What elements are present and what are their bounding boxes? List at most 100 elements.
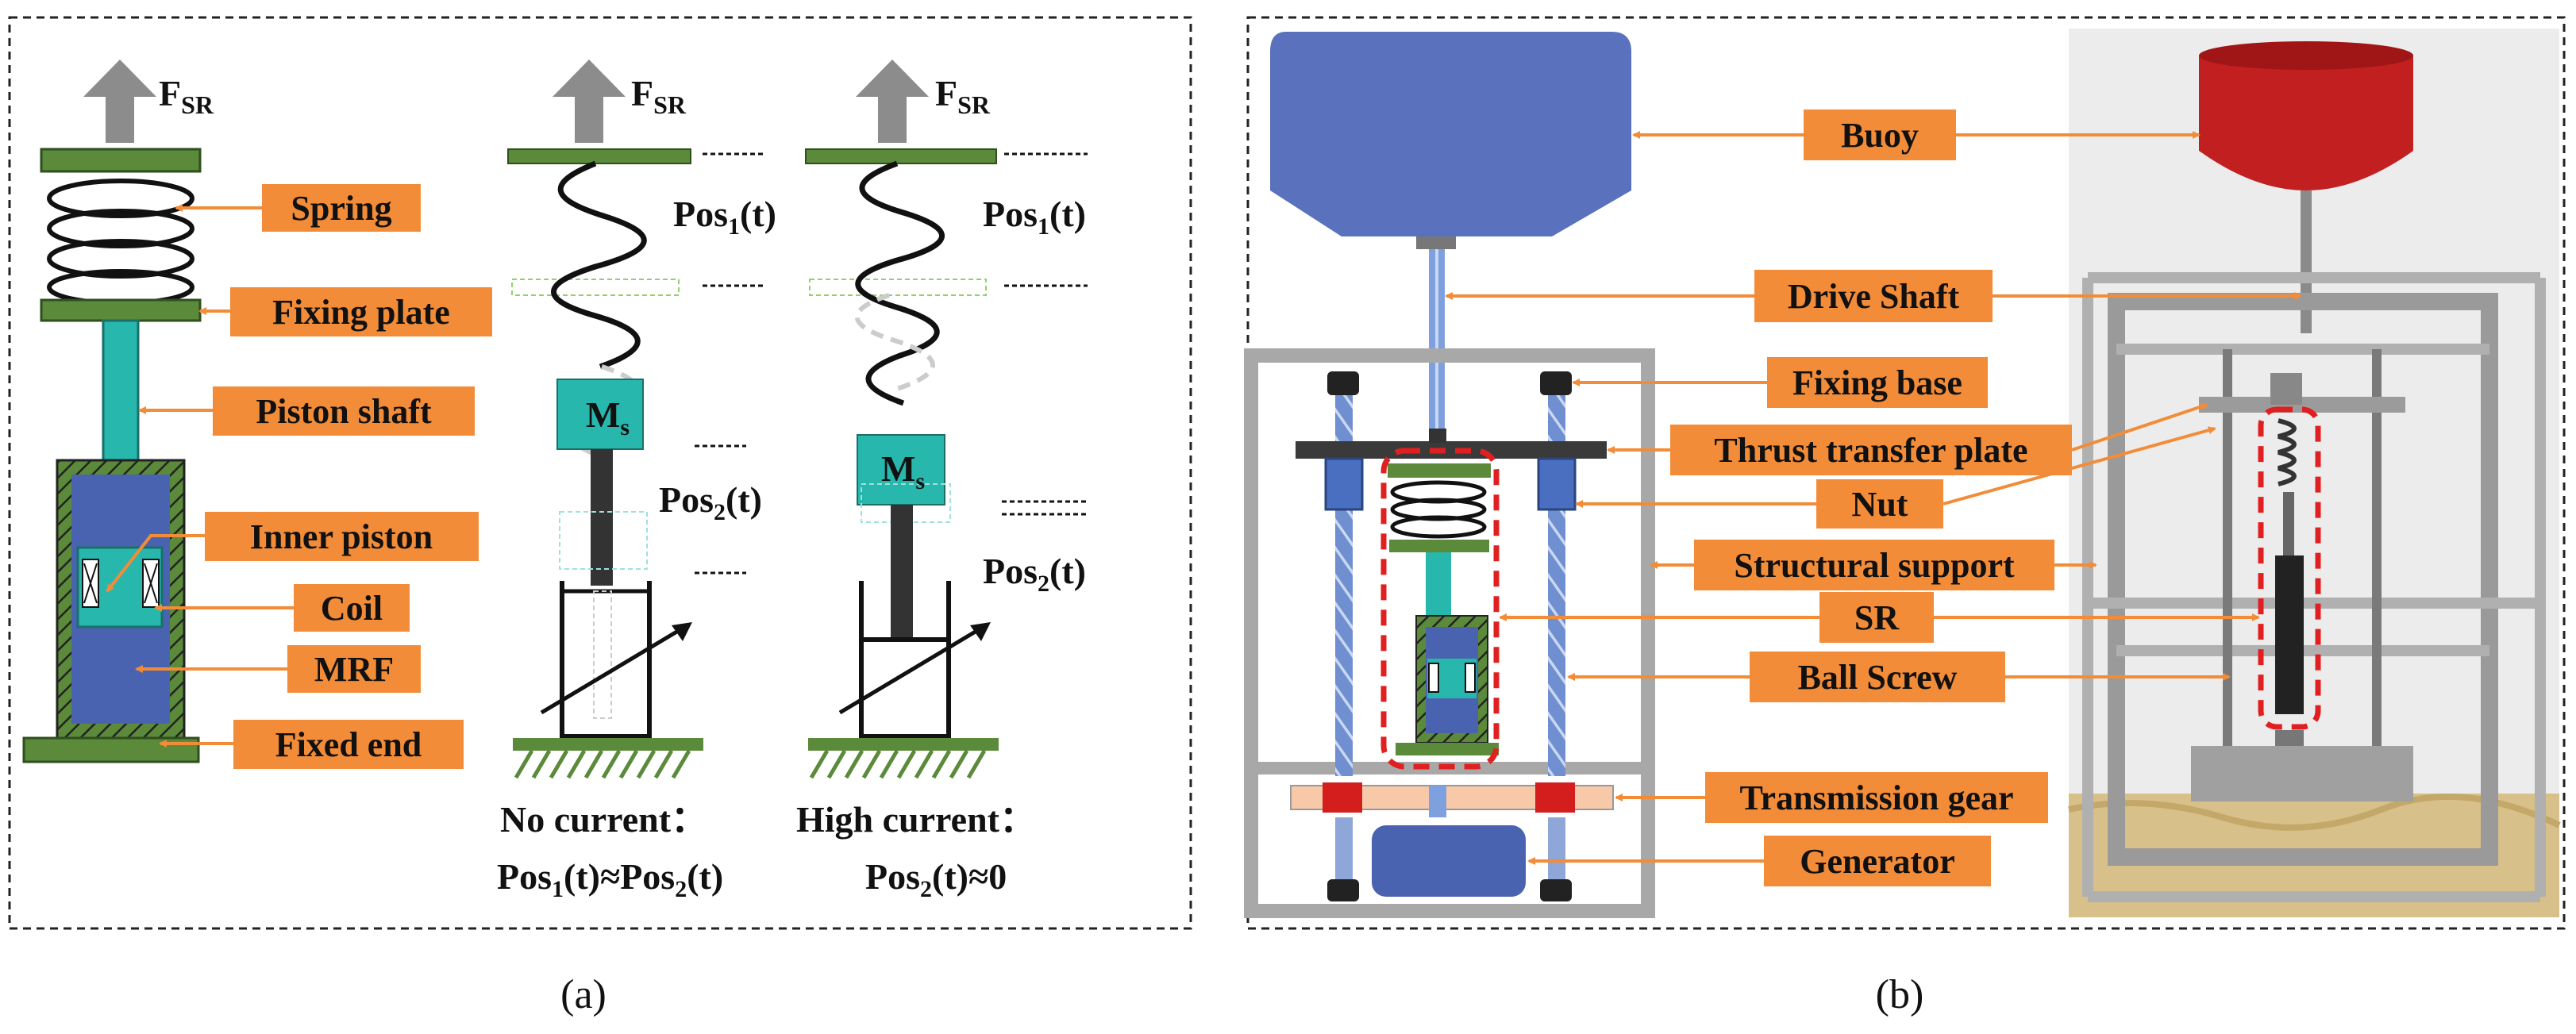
high-current-eq-a: Pos <box>865 856 920 897</box>
label-sr: SR <box>1499 592 2260 643</box>
label-fixing-base: Fixing base <box>1572 357 1988 408</box>
svg-text:Pos2(t): Pos2(t) <box>659 479 762 525</box>
svg-text:FSR: FSR <box>935 73 991 119</box>
pos1-sub-a: 1 <box>728 213 740 240</box>
label-fixing-base-text: Fixing base <box>1792 363 1962 402</box>
wec-schematic <box>1244 32 1655 918</box>
force-arrow-icon <box>83 60 156 143</box>
svg-text:Pos2(t)≈0: Pos2(t)≈0 <box>865 856 1007 902</box>
force-label-1: F <box>159 73 181 113</box>
pos1-suffix-a: (t) <box>740 194 776 234</box>
caption-a: (a) <box>560 972 606 1017</box>
top-plate <box>40 148 202 173</box>
caption-b: (b) <box>1876 972 1924 1017</box>
label-transmission-gear-text: Transmission gear <box>1739 778 2013 817</box>
spring-wave <box>551 160 647 370</box>
label-transmission-gear: Transmission gear <box>1615 772 2048 823</box>
force-sub-2: SR <box>653 90 687 119</box>
label-structural-support-text: Structural support <box>1734 546 2015 585</box>
no-current-eq-a-sub: 1 <box>552 876 564 902</box>
label-piston-shaft: Piston shaft <box>138 386 475 436</box>
label-fixing-plate-text: Fixing plate <box>272 293 450 332</box>
mass-m-2: M <box>881 448 915 489</box>
pos2-label-a: Pos <box>659 479 714 520</box>
force-label-2: F <box>631 73 653 113</box>
label-spring-text: Spring <box>291 189 391 228</box>
pos2-sub-b: 2 <box>1038 571 1049 597</box>
high-current-title: High current： <box>796 799 1036 840</box>
spring-wave <box>855 160 945 406</box>
svg-text:Pos1(t): Pos1(t) <box>673 194 776 240</box>
pos1-suffix-b: (t) <box>1049 194 1086 234</box>
no-current-title: No current： <box>500 799 707 840</box>
pos1-sub-b: 1 <box>1038 213 1049 240</box>
mass-block <box>857 434 945 505</box>
svg-text:Pos1(t)≈Pos2(t): Pos1(t)≈Pos2(t) <box>497 856 723 902</box>
label-fixed-end-text: Fixed end <box>275 725 422 764</box>
photo-buoy <box>2199 56 2413 190</box>
label-nut-text: Nut <box>1852 485 1908 524</box>
label-generator-text: Generator <box>1800 842 1954 881</box>
structural-frame <box>1244 348 1655 918</box>
mass-s-1: s <box>620 414 630 440</box>
force-label-3: F <box>935 73 957 113</box>
force-arrow-icon <box>856 60 929 143</box>
panel-a-frame <box>8 16 1192 930</box>
mass-block <box>556 379 644 450</box>
high-current-eq-a-sub: 2 <box>920 876 932 902</box>
label-coil: Coil <box>154 584 410 632</box>
label-inner-piston-text: Inner piston <box>250 517 433 556</box>
pos2-suffix-a: (t) <box>726 479 762 520</box>
label-buoy: Buoy <box>1632 110 2201 160</box>
no-current-eq-b-sub: 2 <box>675 876 687 902</box>
label-piston-shaft-text: Piston shaft <box>256 392 432 431</box>
label-drive-shaft-text: Drive Shaft <box>1788 277 1960 316</box>
sr-detailed-drawing <box>22 60 202 763</box>
mass-s-2: s <box>915 468 925 494</box>
fixing-plate <box>40 298 202 322</box>
label-thrust-plate: Thrust transfer plate <box>1607 402 2208 475</box>
label-mrf-text: MRF <box>314 650 394 689</box>
force-sub-3: SR <box>957 90 991 119</box>
svg-text:Pos1(t): Pos1(t) <box>983 194 1086 240</box>
label-generator: Generator <box>1527 836 1991 886</box>
top-plate <box>507 148 691 164</box>
pos2-sub-a: 2 <box>714 499 726 525</box>
label-spring: Spring <box>175 184 421 232</box>
label-ball-screw: Ball Screw <box>1567 652 2231 702</box>
no-current-eq-mid: (t)≈Pos <box>564 856 675 897</box>
sr-highlight <box>1380 448 1500 770</box>
top-plate <box>805 148 997 164</box>
label-structural-support: Structural support <box>1650 540 2097 590</box>
pos2-suffix-b: (t) <box>1049 551 1086 591</box>
spring-coils <box>47 179 194 306</box>
label-coil-text: Coil <box>321 589 383 628</box>
mass-label-2: Ms <box>881 448 925 494</box>
svg-text:FSR: FSR <box>631 73 687 119</box>
thrust-plate <box>1296 441 1607 459</box>
pos1-label-a: Pos <box>673 194 728 234</box>
prototype-photo <box>2068 29 2561 917</box>
pos2-label-b: Pos <box>983 551 1038 591</box>
label-fixing-plate: Fixing plate <box>198 287 492 336</box>
label-buoy-text: Buoy <box>1841 116 1919 155</box>
label-nut: Nut <box>1575 426 2216 529</box>
label-ball-screw-text: Ball Screw <box>1798 658 1958 697</box>
svg-text:Pos2(t): Pos2(t) <box>983 551 1086 597</box>
buoy-shape <box>1270 32 1631 236</box>
svg-text:FSR: FSR <box>159 73 214 119</box>
label-mrf: MRF <box>135 645 421 693</box>
ground-hatch <box>514 749 691 779</box>
mass-m-1: M <box>586 394 620 435</box>
label-drive-shaft: Drive Shaft <box>1445 270 2302 322</box>
ground-hatch <box>809 749 987 779</box>
no-current-eq-end: (t) <box>687 856 723 897</box>
generator-block <box>1372 825 1526 897</box>
label-fixed-end: Fixed end <box>159 720 464 769</box>
label-thrust-plate-text: Thrust transfer plate <box>1714 431 2027 470</box>
label-sr-text: SR <box>1854 598 1900 637</box>
force-sub-1: SR <box>181 90 214 119</box>
pos1-label-b: Pos <box>983 194 1038 234</box>
high-current-eq-end: (t)≈0 <box>932 856 1007 897</box>
